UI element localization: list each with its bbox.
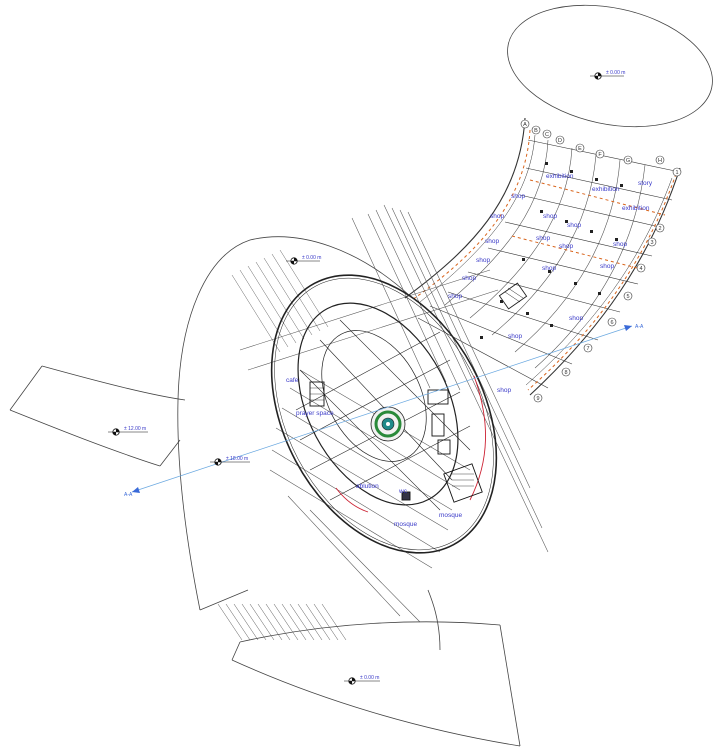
- room-label-shop: shop: [476, 257, 490, 264]
- red-accent-curve-lower: [335, 487, 369, 513]
- axis-letter-E: E: [578, 146, 582, 152]
- curved-wing-dashed-walls: [411, 129, 677, 391]
- room-label-shop: shop: [497, 387, 511, 394]
- axis-letter-G: G: [626, 158, 630, 164]
- room-label-shop: shop: [600, 263, 614, 270]
- room-label-mosque-2: mosque: [439, 512, 463, 519]
- service-cores: [309, 381, 483, 503]
- axis-number-9: 9: [536, 396, 539, 402]
- section-label-end: A-A: [635, 324, 644, 330]
- axis-letter-C: C: [545, 132, 549, 138]
- level-marker-upper-left: [286, 257, 320, 265]
- room-label-shop: shop: [508, 333, 522, 340]
- level-marker-top: [590, 72, 624, 80]
- axis-number-3: 3: [650, 240, 653, 246]
- level-text-top: ± 0.00 m: [606, 70, 625, 76]
- room-label-mosque-1: mosque: [394, 521, 418, 528]
- wing-stair-block: [498, 282, 528, 310]
- axis-number-6: 6: [610, 320, 613, 326]
- terraced-steps-left: [231, 249, 329, 353]
- room-label-shop: shop: [462, 275, 476, 282]
- room-label-shop: shop: [536, 235, 550, 242]
- axis-letter-B: B: [534, 128, 538, 134]
- axis-number-5: 5: [626, 294, 629, 300]
- axis-number-7: 7: [586, 346, 589, 352]
- level-text-bottom: ± 0.00 m: [360, 675, 379, 681]
- room-label-exhibition-1: exhibition: [546, 173, 574, 180]
- level-text-left-wing: ± 12.00 m: [124, 426, 146, 432]
- room-label-shop: shop: [448, 293, 462, 300]
- red-accent-curve: [469, 375, 486, 501]
- axis-number-2: 2: [658, 226, 661, 232]
- axis-number-1: 1: [675, 170, 678, 176]
- axis-letter-H: H: [658, 158, 662, 164]
- structural-grid-lines: [239, 204, 549, 623]
- room-label-shop: shop: [569, 315, 583, 322]
- room-label-shop: shop: [490, 213, 504, 220]
- room-label-shop: shop: [542, 265, 556, 272]
- terraced-steps-bottom: [217, 603, 347, 641]
- outer-building-shell: [177, 236, 441, 651]
- level-marker-left-wing: [108, 428, 148, 436]
- top-ellipse-outline: [507, 4, 713, 128]
- axis-letter-F: F: [598, 152, 602, 158]
- axis-letter-D: D: [558, 138, 562, 144]
- level-text-center-left: ± 18.00 m: [226, 456, 248, 462]
- room-label-shop: shop: [543, 213, 557, 220]
- axis-letter-labels: A B C D E F G H: [523, 122, 662, 164]
- level-marker-bottom: [344, 677, 380, 685]
- axis-number-labels: 1 2 3 4 5 6 7 8 9: [536, 170, 678, 402]
- wing-columns: [480, 162, 623, 339]
- room-label-story: story: [638, 180, 653, 187]
- room-label-wc: wc: [398, 488, 408, 495]
- room-label-shop: shop: [485, 238, 499, 245]
- room-label-exhibition-2: exhibition: [592, 186, 620, 193]
- room-label-cafe: cafe: [286, 377, 299, 384]
- room-label-exhibition-3: exhibition: [622, 205, 650, 212]
- level-text-upper-left: ± 0.00 m: [302, 255, 321, 261]
- section-label-start: A-A: [124, 492, 133, 498]
- wing-axis-letters: [520, 119, 665, 165]
- room-label-shop: shop: [511, 193, 525, 200]
- room-label-shop: shop: [559, 243, 573, 250]
- left-wing-block: [9, 365, 186, 467]
- central-fountain: [370, 406, 406, 442]
- level-marker-center-left: [210, 458, 250, 466]
- room-label-shop: shop: [613, 241, 627, 248]
- room-label-ablution: ablution: [356, 483, 379, 490]
- axis-number-8: 8: [564, 370, 567, 376]
- wing-axis-numbers: [533, 167, 682, 403]
- axis-letter-A: A: [523, 122, 527, 128]
- room-label-prayer-space: prayer space: [296, 410, 334, 417]
- axis-number-4: 4: [639, 266, 642, 272]
- bottom-wing-block: [231, 621, 521, 747]
- room-label-shop: shop: [567, 222, 581, 229]
